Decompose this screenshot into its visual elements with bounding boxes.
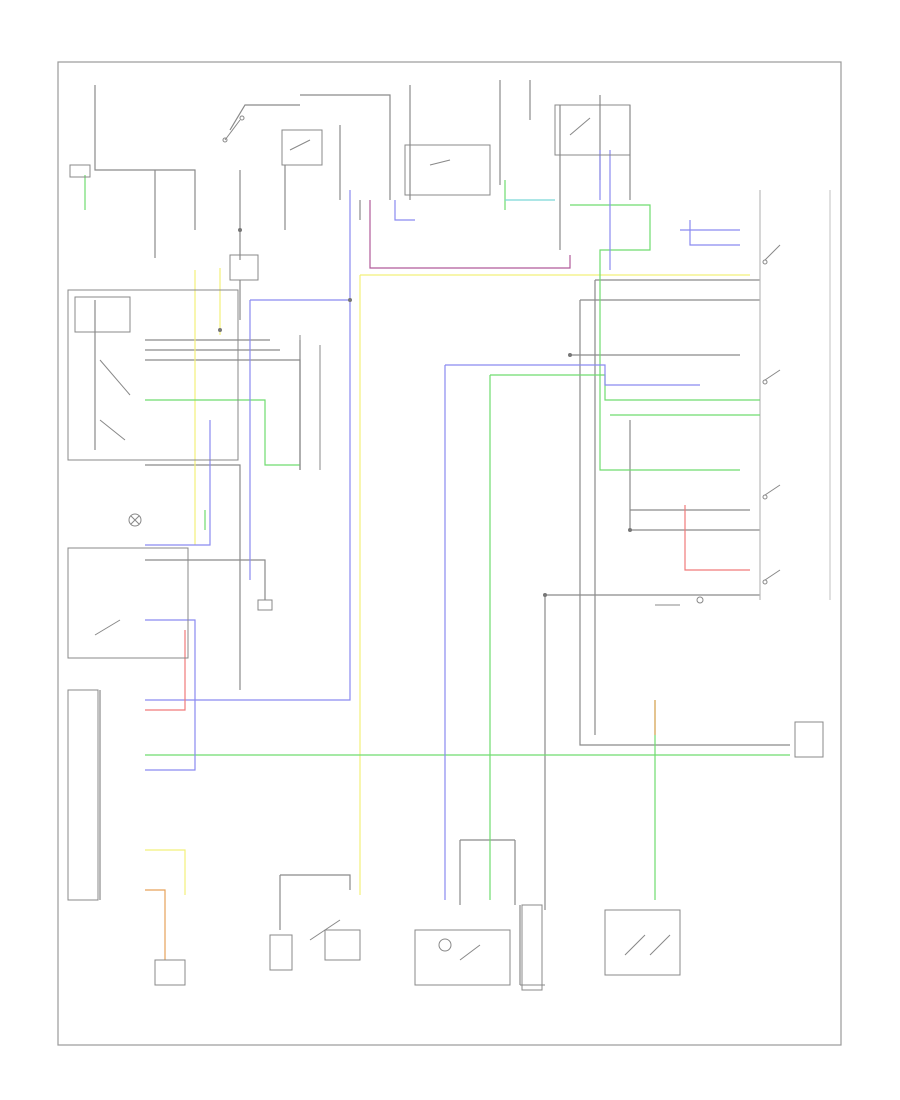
- lamp-icon: [128, 513, 142, 527]
- connector-icon: [794, 721, 824, 758]
- relay-icon: [655, 596, 704, 606]
- diagram-frame: [57, 61, 842, 1046]
- blue-wires: [145, 150, 740, 900]
- switch-icon: [67, 289, 239, 461]
- violet-wires: [369, 200, 571, 269]
- fuse-icon: [69, 164, 91, 178]
- orange-wires: [145, 700, 656, 960]
- yellow-wires: [145, 268, 750, 895]
- motor-icon: [269, 919, 361, 971]
- red-wires: [145, 505, 750, 711]
- ground-icon: [520, 904, 545, 991]
- relay-icon: [604, 909, 681, 976]
- relay-icon: [229, 254, 259, 281]
- relay-icon: [281, 129, 323, 166]
- relay-icon: [554, 104, 631, 156]
- switch-icon: [762, 244, 781, 585]
- connector-icon: [67, 689, 99, 901]
- green-wires: [84, 175, 790, 900]
- relay-icon: [414, 929, 511, 986]
- black-wires: [94, 80, 831, 985]
- relay-icon: [404, 144, 491, 196]
- switch-icon: [67, 547, 189, 659]
- connector-icon: [299, 335, 321, 470]
- sensor-icon: [257, 599, 273, 611]
- relay-icon: [154, 959, 186, 986]
- switch-icon: [222, 115, 245, 143]
- junction-dots: [218, 228, 632, 597]
